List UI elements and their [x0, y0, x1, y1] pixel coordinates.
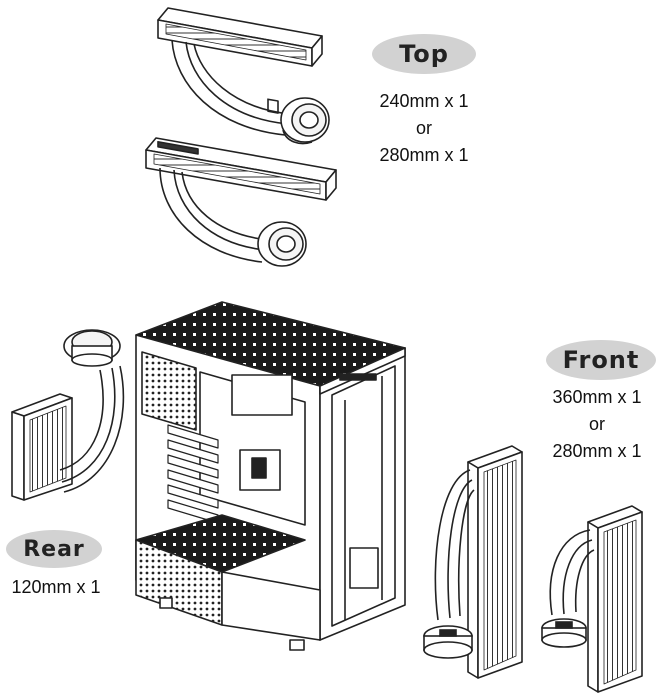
- rear-sizes: 120mm x 1: [0, 574, 112, 601]
- pc-chassis: [135, 301, 406, 651]
- front-size-2: 280mm x 1: [552, 441, 642, 461]
- top-size-or: or: [415, 118, 432, 138]
- top-label-title: Top: [399, 40, 449, 68]
- rear-radiator-tubes: [59, 365, 125, 493]
- front-radiator-280: [587, 505, 643, 693]
- top-radiator-upper: [157, 7, 323, 114]
- top-radiator-lower: [145, 137, 337, 201]
- front-size-1: 360mm x 1: [552, 387, 642, 407]
- rear-pump: [63, 329, 121, 367]
- top-radiator-lower-tubes: [159, 167, 269, 263]
- rear-size-1: 120mm x 1: [11, 577, 101, 597]
- front-pump-280: [541, 618, 587, 648]
- front-radiator-360: [467, 445, 523, 679]
- rear-vent-mesh: [141, 351, 197, 431]
- pci-slots: [167, 424, 219, 524]
- front-radiator-360-tubes: [434, 469, 475, 621]
- front-size-or: or: [588, 414, 605, 434]
- top-label-pill: Top: [372, 34, 476, 74]
- front-pump-360: [423, 625, 473, 659]
- top-pump-upper: [280, 97, 330, 145]
- top-radiator-upper-tubes: [171, 39, 291, 136]
- top-size-1: 240mm x 1: [379, 91, 469, 111]
- top-sizes: 240mm x 1 or 280mm x 1: [354, 88, 494, 169]
- rear-label-title: Rear: [23, 536, 85, 562]
- front-label-title: Front: [562, 346, 640, 374]
- top-pump-lower: [257, 221, 307, 267]
- top-size-2: 280mm x 1: [379, 145, 469, 165]
- front-sizes: 360mm x 1 or 280mm x 1: [536, 384, 658, 465]
- rear-label-pill: Rear: [6, 530, 102, 568]
- rear-radiator: [11, 393, 73, 501]
- front-radiator-280-tubes: [549, 529, 595, 616]
- front-label-pill: Front: [546, 340, 656, 380]
